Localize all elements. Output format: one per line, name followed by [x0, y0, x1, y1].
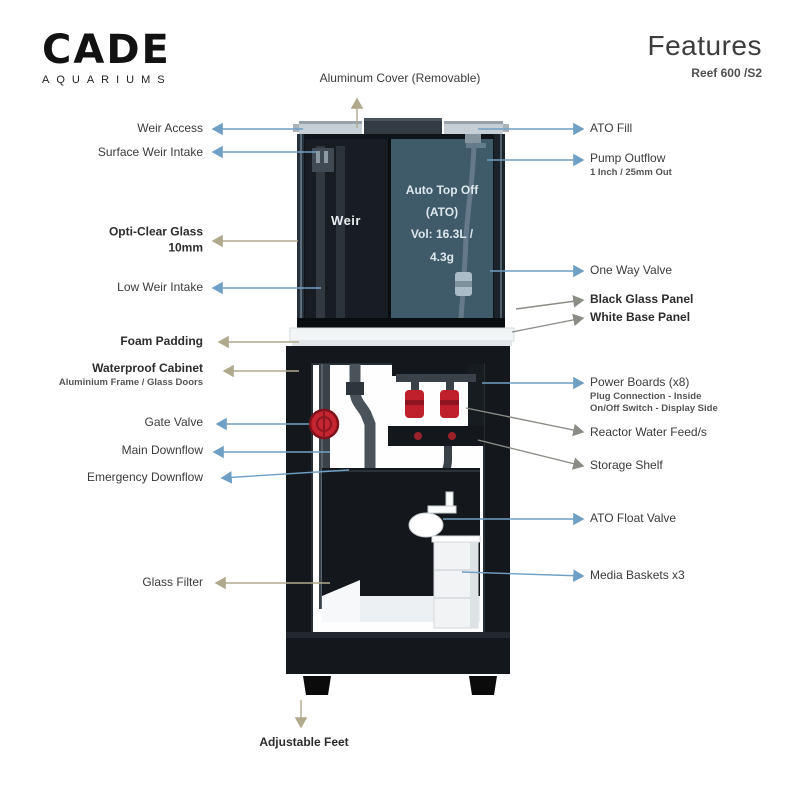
callout-ato-float-valve: ATO Float Valve	[590, 511, 676, 527]
callout-label: Emergency Downflow	[86, 470, 203, 485]
black-glass-panel	[297, 318, 505, 328]
sump	[322, 468, 481, 629]
callout-media-baskets: Media Baskets x3	[590, 568, 685, 584]
cabinet	[286, 346, 510, 695]
weir-chamber-label: Weir	[331, 213, 361, 228]
brand-tagline: AQUARIUMS	[42, 74, 172, 86]
foam-padding	[292, 341, 512, 346]
callout-label: ATO Fill	[590, 121, 633, 136]
callout-white-base-panel: White Base Panel	[590, 310, 690, 326]
callout-label: White Base Panel	[590, 310, 691, 325]
callout-reactor-water-feeds: Reactor Water Feed/s	[590, 425, 707, 441]
callout-low-weir-intake: Low Weir Intake	[117, 280, 203, 296]
ato-line-2: (ATO)	[425, 205, 459, 220]
callout-label: Gate Valve	[144, 415, 203, 430]
adjustable-foot-right	[469, 676, 497, 695]
aluminum-cover	[293, 118, 509, 135]
media-baskets	[431, 535, 481, 629]
model-subtitle: Reef 600 /S2	[691, 66, 762, 80]
ato-panel	[391, 134, 493, 320]
callout-aluminum-cover: Aluminum Cover (Removable)	[319, 71, 481, 86]
callout-sublabel: 10mm	[168, 240, 203, 254]
reactor-manifold	[392, 362, 484, 432]
callout-sublabel-2: On/Off Switch - Display Side	[590, 402, 718, 414]
callout-sublabel: Aluminium Frame / Glass Doors	[58, 376, 203, 388]
callout-label: One Way Valve	[590, 263, 673, 278]
arrow-media-baskets	[461, 569, 585, 582]
ato-fill-fitting	[465, 134, 481, 143]
callout-ato-fill: ATO Fill	[590, 121, 632, 137]
callout-label: Pump Outflow	[590, 151, 666, 166]
callout-label: Surface Weir Intake	[97, 145, 203, 160]
callout-one-way-valve: One Way Valve	[590, 263, 672, 279]
callout-label: Storage Shelf	[590, 458, 663, 473]
ato-line-1: Auto Top Off	[405, 183, 479, 197]
ato-line-3: Vol: 16.3L /	[410, 227, 474, 242]
callout-label: Media Baskets x3	[590, 568, 685, 583]
arrow-reactor-water-feeds	[465, 407, 585, 437]
brand-logo: CADE AQUARIUMS	[42, 30, 172, 86]
brand-name: CADE	[42, 27, 171, 73]
callout-adjustable-feet: Adjustable Feet	[259, 735, 349, 750]
callout-foam-padding: Foam Padding	[120, 334, 203, 350]
callout-label: Black Glass Panel	[590, 292, 694, 307]
callout-label: Reactor Water Feed/s	[590, 425, 707, 440]
callout-label: Waterproof Cabinet	[92, 361, 203, 376]
callout-label: Weir Access	[137, 121, 203, 136]
callout-label: Glass Filter	[142, 575, 203, 590]
adjustable-foot-left	[303, 676, 331, 695]
page-title: Features	[647, 30, 762, 61]
ato-volume-label: Auto Top Off (ATO) Vol: 16.3L / 4.3g	[391, 179, 493, 268]
callout-weir-access: Weir Access	[137, 121, 203, 137]
arrow-emergency-downflow	[220, 469, 350, 484]
callout-label: Low Weir Intake	[117, 280, 203, 295]
callout-surface-weir-intake: Surface Weir Intake	[98, 145, 203, 161]
callout-black-glass-panel: Black Glass Panel	[590, 292, 693, 308]
weir-chamber	[305, 139, 388, 320]
callout-emergency-downflow: Emergency Downflow	[87, 470, 203, 486]
white-base-panel	[289, 327, 515, 342]
callout-label: Power Boards (x8)	[590, 374, 690, 389]
callout-label: Foam Padding	[120, 334, 203, 349]
callout-label: Opti-Clear Glass	[108, 224, 203, 239]
ato-float-valve	[408, 491, 457, 538]
callout-label: Main Downflow	[121, 443, 203, 458]
callout-storage-shelf: Storage Shelf	[590, 458, 663, 474]
arrow-black-glass-panel	[515, 295, 585, 310]
page-header: Features Reef 600 /S2	[648, 30, 763, 80]
arrow-storage-shelf	[477, 439, 585, 470]
gate-valve	[308, 408, 340, 440]
callout-arrows	[211, 97, 585, 729]
callout-gate-valve: Gate Valve	[145, 415, 203, 431]
callout-power-boards: Power Boards (x8)Plug Connection - Insid…	[590, 375, 718, 415]
callout-label: ATO Float Valve	[590, 511, 677, 526]
ato-line-4: 4.3g	[429, 249, 454, 264]
arrow-white-base-panel	[511, 313, 585, 333]
storage-shelf	[388, 426, 484, 446]
callout-sublabel: Plug Connection - Inside	[590, 390, 702, 402]
display-tank	[289, 118, 515, 346]
callout-main-downflow: Main Downflow	[122, 443, 203, 459]
callout-glass-filter: Glass Filter	[142, 575, 203, 591]
callout-sublabel: 1 Inch / 25mm Out	[590, 166, 672, 178]
